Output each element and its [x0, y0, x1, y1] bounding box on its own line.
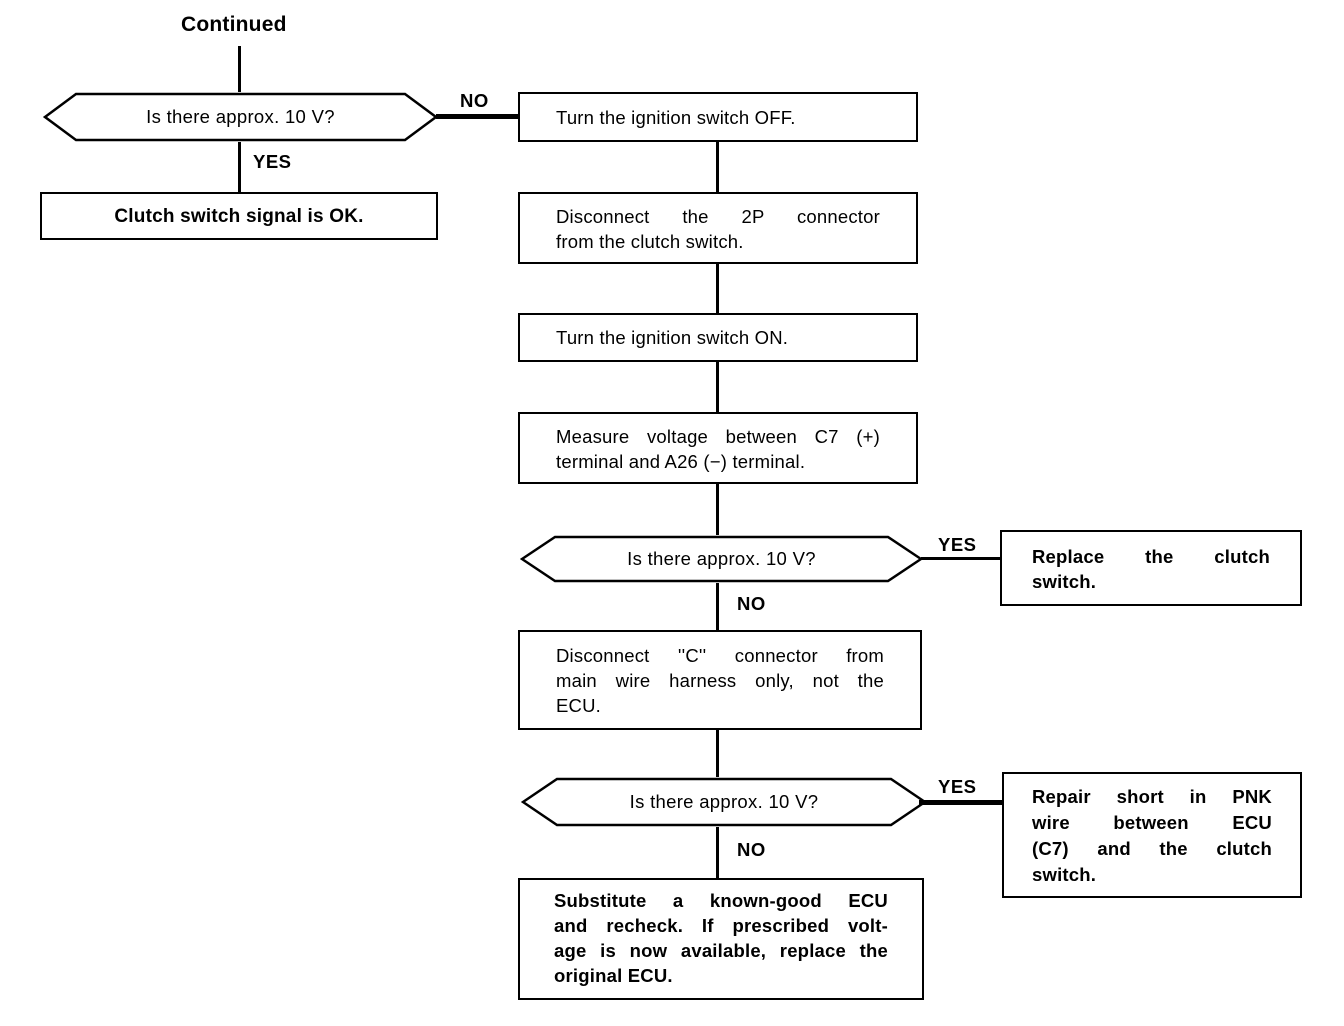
decision-3-yes-label: YES	[938, 776, 977, 797]
connector-decision3-yes	[919, 800, 1002, 805]
connector-decision3-no	[716, 827, 719, 878]
connector-decision1-no	[436, 114, 518, 119]
process-box-ignition-on: Turn the ignition switch ON.	[518, 313, 918, 362]
connector-p5-decision3	[716, 730, 719, 777]
decision-1-no-label: NO	[460, 90, 489, 111]
process-box-measure-voltage: Measure voltage between C7 (+)terminal a…	[518, 412, 918, 484]
decision-3-text: Is there approx. 10 V?	[629, 791, 819, 812]
decision-node-2: Is there approx. 10 V?	[520, 535, 923, 583]
result-box-clutch-ok: Clutch switch signal is OK.	[40, 192, 438, 240]
connector-decision1-yes	[238, 142, 241, 192]
connector-decision2-yes	[921, 557, 1000, 560]
decision-1-text: Is there approx. 10 V?	[146, 106, 335, 127]
decision-3-no-label: NO	[737, 839, 766, 860]
decision-2-no-label: NO	[737, 593, 766, 614]
connector-p3-p4	[716, 362, 719, 412]
process-box-ignition-off: Turn the ignition switch OFF.	[518, 92, 918, 142]
decision-2-text: Is there approx. 10 V?	[627, 548, 816, 569]
connector-p1-p2	[716, 142, 719, 192]
decision-node-3: Is there approx. 10 V?	[521, 777, 927, 827]
connector-p4-decision2	[716, 484, 719, 535]
decision-2-yes-label: YES	[938, 534, 977, 555]
connector-decision2-no	[716, 583, 719, 630]
decision-1-yes-label: YES	[253, 151, 292, 172]
connector-p2-p3	[716, 264, 719, 313]
continued-label: Continued	[181, 13, 287, 36]
decision-node-1: Is there approx. 10 V?	[43, 92, 438, 142]
connector-continued-decision1	[238, 46, 241, 92]
